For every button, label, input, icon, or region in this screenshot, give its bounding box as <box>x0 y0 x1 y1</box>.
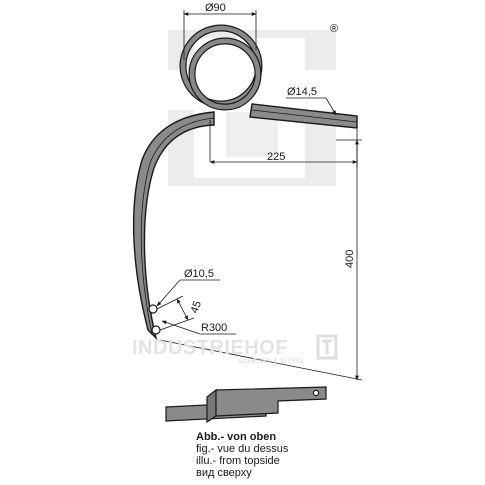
spring-arm <box>249 103 358 129</box>
spring-tine <box>132 111 215 341</box>
label-hole-diameter: Ø10,5 <box>184 268 214 280</box>
label-arm-length: 225 <box>267 151 285 163</box>
view-caption: Abb.- von oben fig.- vue du dessus illu.… <box>196 431 476 479</box>
caption-line-ru: вид сверху <box>196 467 252 479</box>
caption-line-en: illu.- from topside <box>196 455 280 467</box>
dim-radius <box>161 320 236 335</box>
dim-total-height <box>159 139 363 381</box>
label-coil-diameter: Ø90 <box>205 2 226 14</box>
label-hole-spacing: 45 <box>189 299 204 315</box>
watermark-logo <box>168 30 336 186</box>
registered-mark: ® <box>330 23 338 35</box>
label-bar-diameter: Ø14,5 <box>287 86 317 98</box>
dim-coil-diameter <box>183 10 257 60</box>
dim-hole-diameter <box>156 279 220 307</box>
spring-coil <box>179 24 263 111</box>
label-radius: R300 <box>201 322 227 334</box>
mounting-hole-2 <box>151 325 161 335</box>
watermark-t-logo <box>316 334 338 360</box>
mounting-hole-1 <box>148 304 158 314</box>
dim-bar-diameter <box>286 97 337 116</box>
top-view <box>165 386 327 424</box>
watermark-sub: SCHERER & BITTEL <box>238 359 305 365</box>
label-total-height: 400 <box>344 250 356 268</box>
watermark-brand: INDUSTRIEHOF <box>132 337 288 359</box>
caption-line-de: Abb.- von oben <box>196 431 277 443</box>
top-view-hole <box>312 389 320 397</box>
caption-line-fr: fig.- vue du dessus <box>196 443 289 455</box>
dim-hole-spacing <box>156 295 195 331</box>
